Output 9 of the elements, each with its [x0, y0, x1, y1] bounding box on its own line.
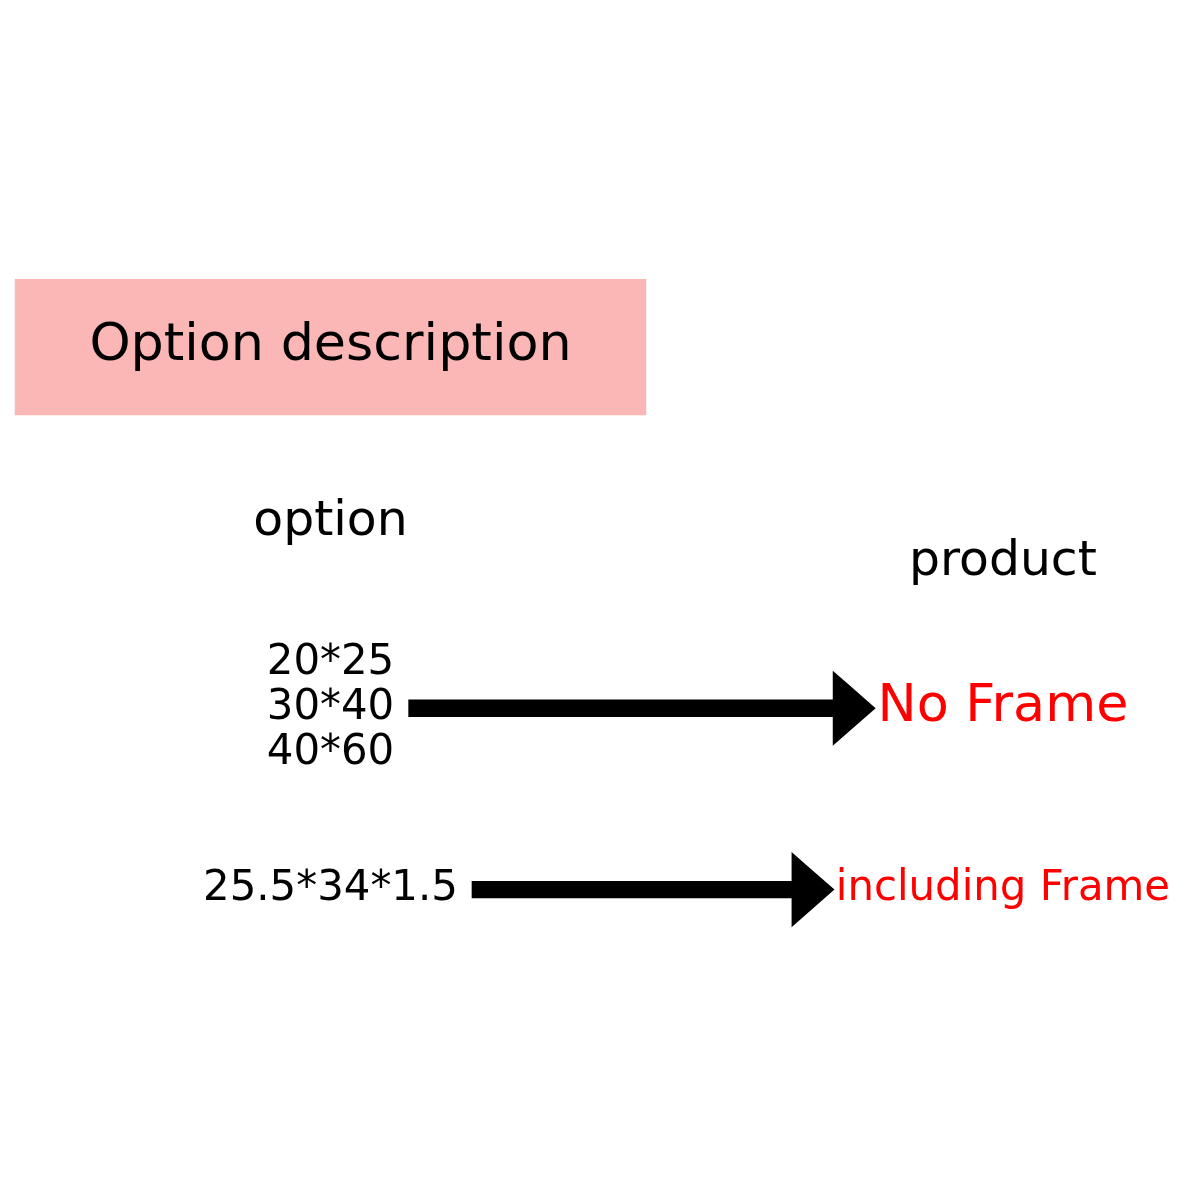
node-text: 20*25 30*40 40*60 — [266, 634, 395, 774]
label: product — [909, 529, 1097, 587]
node-text: including Frame — [835, 860, 1171, 910]
node-text: No Frame — [877, 671, 1129, 733]
arrow — [408, 670, 876, 746]
node-text: 25.5*34*1.5 — [203, 860, 458, 910]
arrow — [471, 851, 835, 927]
label: option — [253, 489, 408, 547]
node-box: Option description — [14, 278, 647, 415]
